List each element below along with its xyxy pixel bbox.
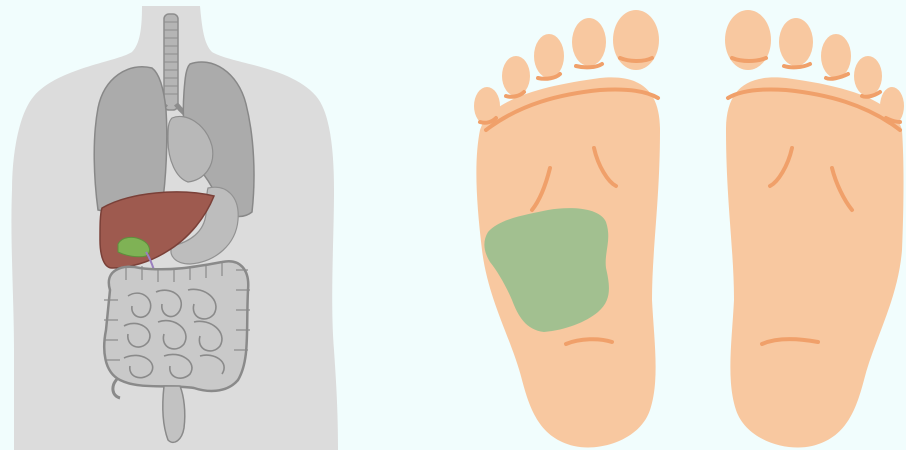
left-foot-sole-icon	[474, 10, 660, 448]
left-foot-toe-3	[534, 34, 564, 78]
right-foot-toe-4	[854, 56, 882, 96]
left-foot-toe-4	[502, 56, 530, 96]
right-lung	[94, 67, 167, 212]
left-foot-toe-2	[572, 18, 606, 66]
human-torso-anatomy-icon	[11, 6, 338, 450]
rectum	[163, 386, 185, 442]
right-foot-toe-2	[779, 18, 813, 66]
right-foot-toe-3	[821, 34, 851, 78]
right-foot-sole-icon	[725, 10, 904, 448]
right-foot-sole	[726, 77, 904, 447]
large-intestine	[104, 261, 248, 391]
